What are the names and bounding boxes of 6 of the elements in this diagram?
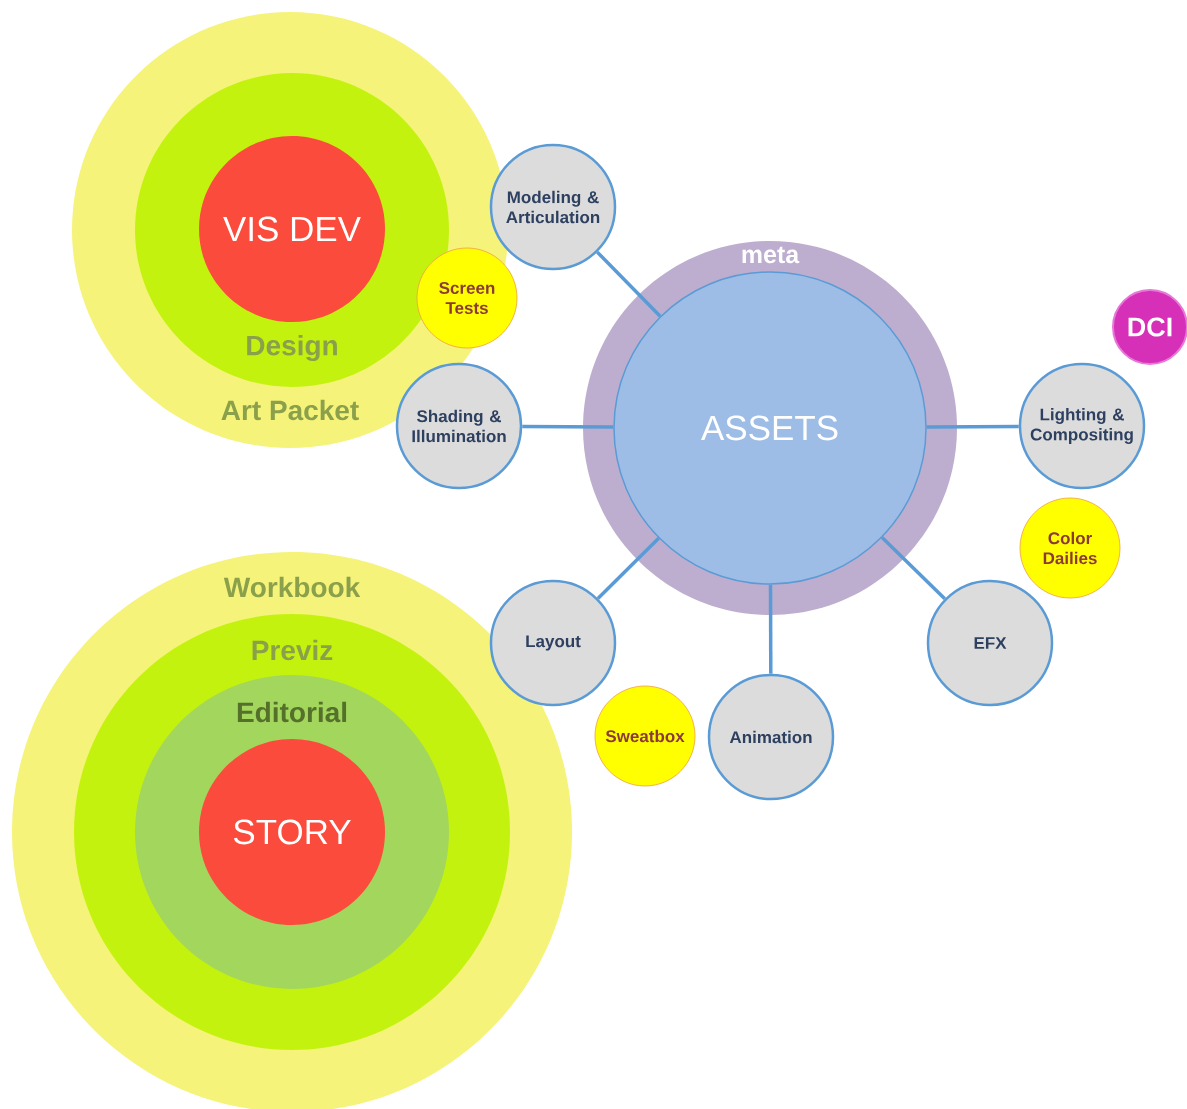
connector-line xyxy=(522,424,614,429)
connector-line xyxy=(926,424,1019,429)
connector-line xyxy=(880,536,946,601)
connector-line xyxy=(596,537,660,600)
connector-line xyxy=(768,584,773,674)
connector-line xyxy=(596,250,662,318)
